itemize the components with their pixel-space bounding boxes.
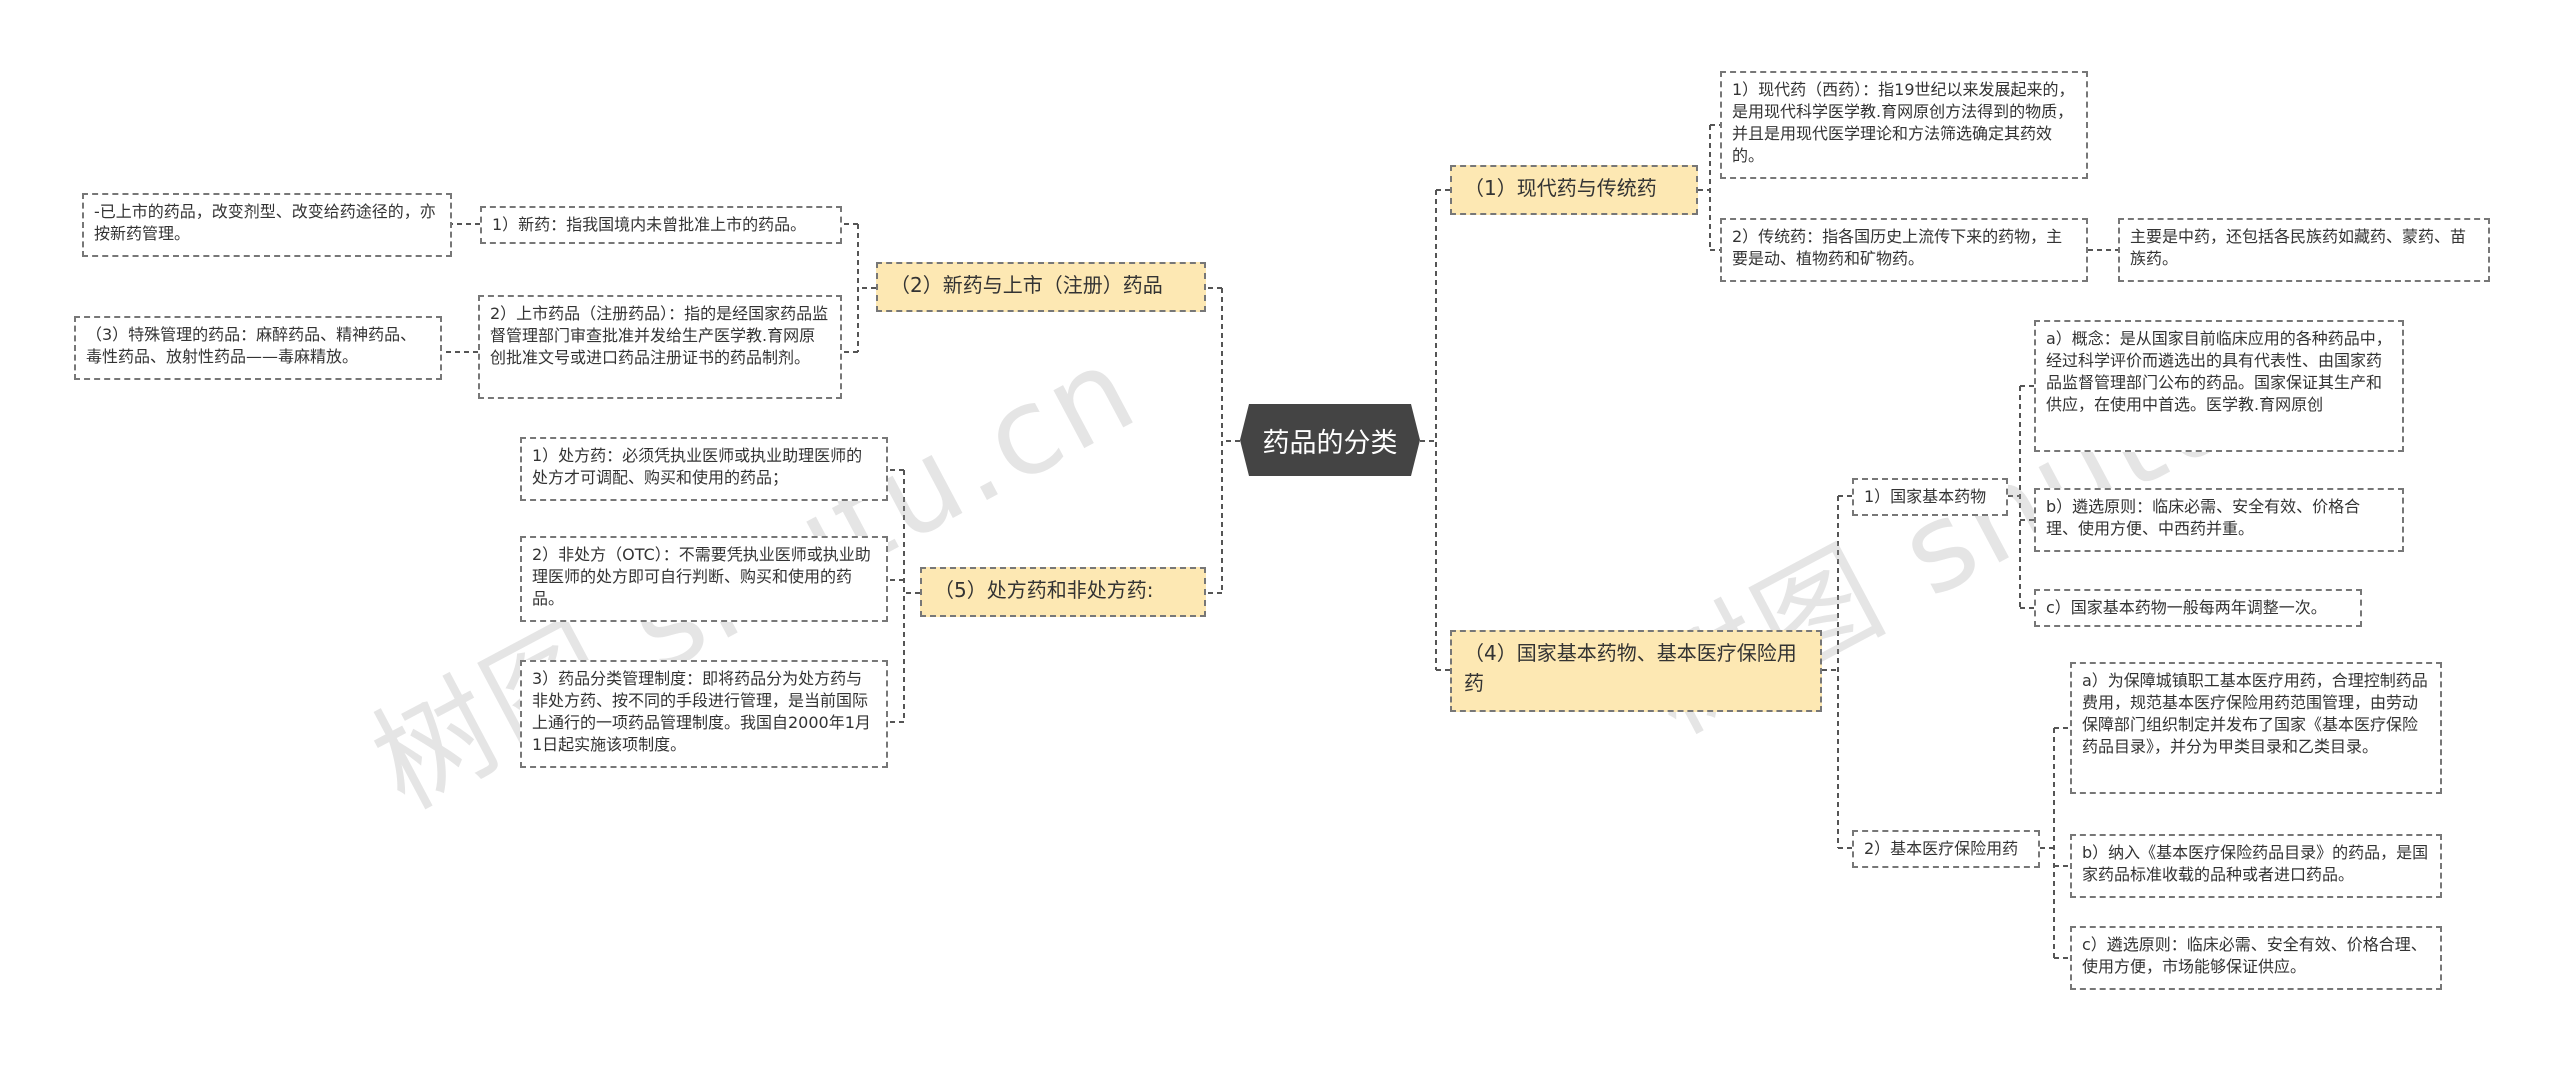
leaf-insurance-scope[interactable]: b）纳入《基本医疗保险药品目录》的药品，是国家药品标准收载的品种或者进口药品。 <box>2070 834 2442 898</box>
leaf-otc-drug[interactable]: 2）非处方（OTC）：不需要凭执业医师或执业助理医师的处方即可自行判断、购买和使… <box>520 536 888 622</box>
leaf-essential-concept[interactable]: a）概念：是从国家目前临床应用的各种药品中，经过科学评价而遴选出的具有代表性、由… <box>2034 320 2404 452</box>
leaf-listed-drug[interactable]: 2）上市药品（注册药品）：指的是经国家药品监督管理部门审查批准并发给生产医学教.… <box>478 295 842 399</box>
root-node[interactable]: 药品的分类 <box>1240 404 1420 476</box>
leaf-insurance-drugs[interactable]: 2）基本医疗保险用药 <box>1852 830 2040 868</box>
leaf-insurance-purpose[interactable]: a）为保障城镇职工基本医疗用药，合理控制药品费用，规范基本医疗保险用药范围管理，… <box>2070 662 2442 794</box>
leaf-essential-drugs[interactable]: 1）国家基本药物 <box>1852 478 2008 516</box>
leaf-essential-adjust[interactable]: c）国家基本药物一般每两年调整一次。 <box>2034 589 2362 627</box>
leaf-modern-drug[interactable]: 1）现代药（西药）：指19世纪以来发展起来的，是用现代科学医学教.育网原创方法得… <box>1720 71 2088 179</box>
leaf-insurance-principle[interactable]: c）遴选原则：临床必需、安全有效、价格合理、使用方便，市场能够保证供应。 <box>2070 926 2442 990</box>
leaf-traditional-note[interactable]: 主要是中药，还包括各民族药如藏药、蒙药、苗族药。 <box>2118 218 2490 282</box>
leaf-essential-principle[interactable]: b）遴选原则：临床必需、安全有效、价格合理、使用方便、中西药并重。 <box>2034 488 2404 552</box>
leaf-special-drugs[interactable]: （3）特殊管理的药品：麻醉药品、精神药品、毒性药品、放射性药品——毒麻精放。 <box>74 316 442 380</box>
branch-modern-and-traditional[interactable]: （1）现代药与传统药 <box>1450 165 1698 215</box>
leaf-new-drug-note[interactable]: -已上市的药品，改变剂型、改变给药途径的，亦按新药管理。 <box>82 193 452 257</box>
leaf-prescription-drug[interactable]: 1）处方药：必须凭执业医师或执业助理医师的处方才可调配、购买和使用的药品； <box>520 437 888 501</box>
leaf-traditional-drug[interactable]: 2）传统药：指各国历史上流传下来的药物，主要是动、植物药和矿物药。 <box>1720 218 2088 282</box>
leaf-classification-system[interactable]: 3）药品分类管理制度：即将药品分为处方药与非处方药、按不同的手段进行管理，是当前… <box>520 660 888 768</box>
branch-new-and-listed-drugs[interactable]: （2）新药与上市（注册）药品 <box>876 262 1206 312</box>
branch-rx-and-otc[interactable]: （5）处方药和非处方药: <box>920 567 1206 617</box>
leaf-new-drug[interactable]: 1）新药：指我国境内未曾批准上市的药品。 <box>480 206 842 244</box>
branch-essential-and-insurance[interactable]: （4）国家基本药物、基本医疗保险用药 <box>1450 630 1822 712</box>
